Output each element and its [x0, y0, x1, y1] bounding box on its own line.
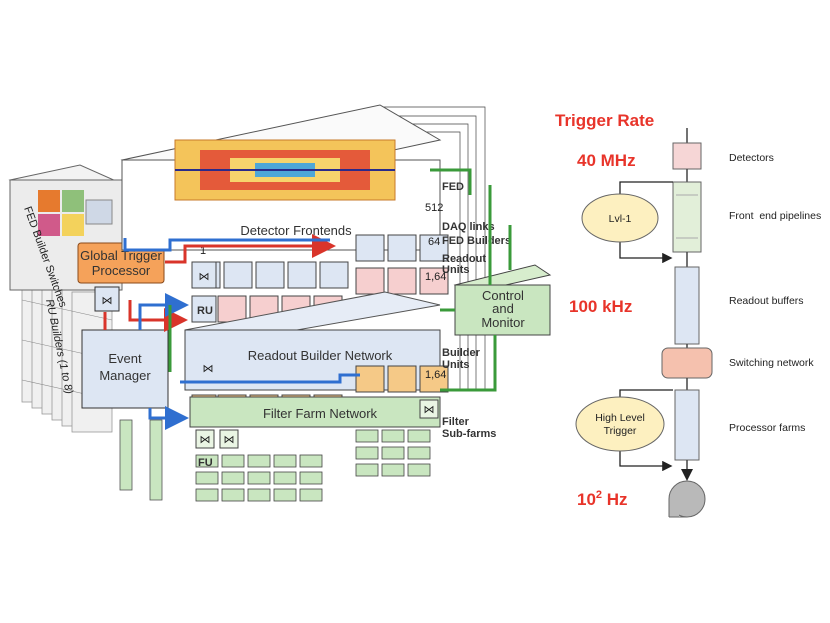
switch-icon: ⋈: [102, 295, 113, 307]
hlt-ellipse: [575, 396, 665, 452]
control-monitor-box: Control and Monitor: [453, 264, 552, 336]
rate-100khz: 100 kHz: [569, 297, 632, 316]
stage-detectors: Detectors: [729, 152, 774, 164]
lvl1-ellipse: [581, 193, 659, 243]
ru-unit-box: [191, 295, 217, 323]
global-trigger-label-2: Processor: [92, 263, 151, 278]
switching-network-box: [661, 347, 713, 379]
trigger-flow: Trigger Rate 40 MHz 100 kHz 102 Hz: [555, 111, 821, 518]
rate-final-base: 10: [577, 490, 596, 509]
side-filter: Filter: [442, 416, 470, 428]
stage-front-end: Front end pipelines: [729, 210, 821, 222]
side-sub-farms: Sub-farms: [442, 428, 496, 440]
detector-art: [174, 139, 396, 201]
readout-builder-network-label: Readout Builder Network: [248, 348, 393, 363]
detector-frontends-label: Detector Frontends: [240, 223, 352, 238]
fed-64: 64: [428, 236, 440, 248]
svg-text:⋈: ⋈: [224, 434, 235, 446]
stage-switching-network: Switching network: [729, 357, 814, 369]
side-labels: FED DAQ links FED Builders Readout Units…: [442, 181, 511, 440]
side-fed-builders: FED Builders: [442, 235, 511, 247]
hlt-label-1: High Level: [595, 412, 645, 424]
lvl1-label: Lvl-1: [609, 213, 632, 225]
rate-final: 102 Hz: [577, 489, 628, 509]
filter-farm-network: Filter Farm Network ⋈: [189, 396, 441, 428]
ffn-switch-icon: ⋈: [424, 404, 435, 416]
stage-processor-farms: Processor farms: [729, 422, 805, 434]
hlt-label-2: Trigger: [604, 425, 637, 437]
bu-164: 1,64: [425, 369, 446, 381]
filter-switches: ⋈ ⋈: [195, 429, 239, 449]
readout-buffers-box: [674, 266, 700, 345]
side-builder-units: Units: [442, 359, 470, 371]
rate-final-exp: 2: [596, 489, 602, 501]
rate-final-unit: Hz: [602, 490, 628, 509]
event-manager-box: Event Manager: [81, 329, 169, 409]
event-manager-label-1: Event: [108, 351, 142, 366]
svg-text:⋈: ⋈: [200, 434, 211, 446]
readout-switch-icon: ⋈: [199, 271, 210, 283]
stage-readout-buffers: Readout buffers: [729, 295, 804, 307]
daq-architecture: RU Builders (1 to 8) Global Trigger Proc…: [8, 104, 552, 502]
green-pillars: [119, 419, 163, 501]
rate-40mhz: 40 MHz: [577, 151, 636, 170]
filter-farm-network-label: Filter Farm Network: [263, 406, 378, 421]
side-readout: Readout: [442, 253, 486, 265]
connection-lines: [103, 168, 512, 430]
side-units: Units: [442, 264, 470, 276]
control-label-1: Control: [482, 288, 524, 303]
trigger-rate-title: Trigger Rate: [555, 111, 654, 130]
fed-builder-switch-box: ⋈: [94, 286, 120, 312]
side-fed: FED: [442, 181, 464, 193]
global-trigger-label-1: Global Trigger: [80, 248, 162, 263]
control-label-3: Monitor: [481, 315, 525, 330]
readout-builder-network: Readout Builder Network ⋈: [184, 291, 441, 391]
control-label-2: and: [492, 301, 514, 316]
processor-farms-box: [674, 389, 700, 461]
ru-164: 1,64: [425, 271, 446, 283]
detectors-box: [672, 142, 702, 170]
detector-frontends-block: Detector Frontends 512 1: [120, 104, 443, 257]
side-builder: Builder: [442, 347, 481, 359]
storage-icon: [668, 480, 706, 518]
filter-units-grid: [195, 429, 431, 502]
side-daq-links: DAQ links: [442, 221, 495, 233]
event-manager-label-2: Manager: [99, 368, 151, 383]
front-end-pipelines-box: [672, 181, 702, 253]
fu-label: FU: [198, 457, 213, 469]
global-trigger-processor: Global Trigger Processor: [77, 242, 165, 284]
ru-label: RU: [197, 305, 213, 317]
rbn-switch-icon: ⋈: [203, 363, 214, 375]
fed-1: 1: [200, 245, 206, 257]
fed-512: 512: [425, 202, 443, 214]
